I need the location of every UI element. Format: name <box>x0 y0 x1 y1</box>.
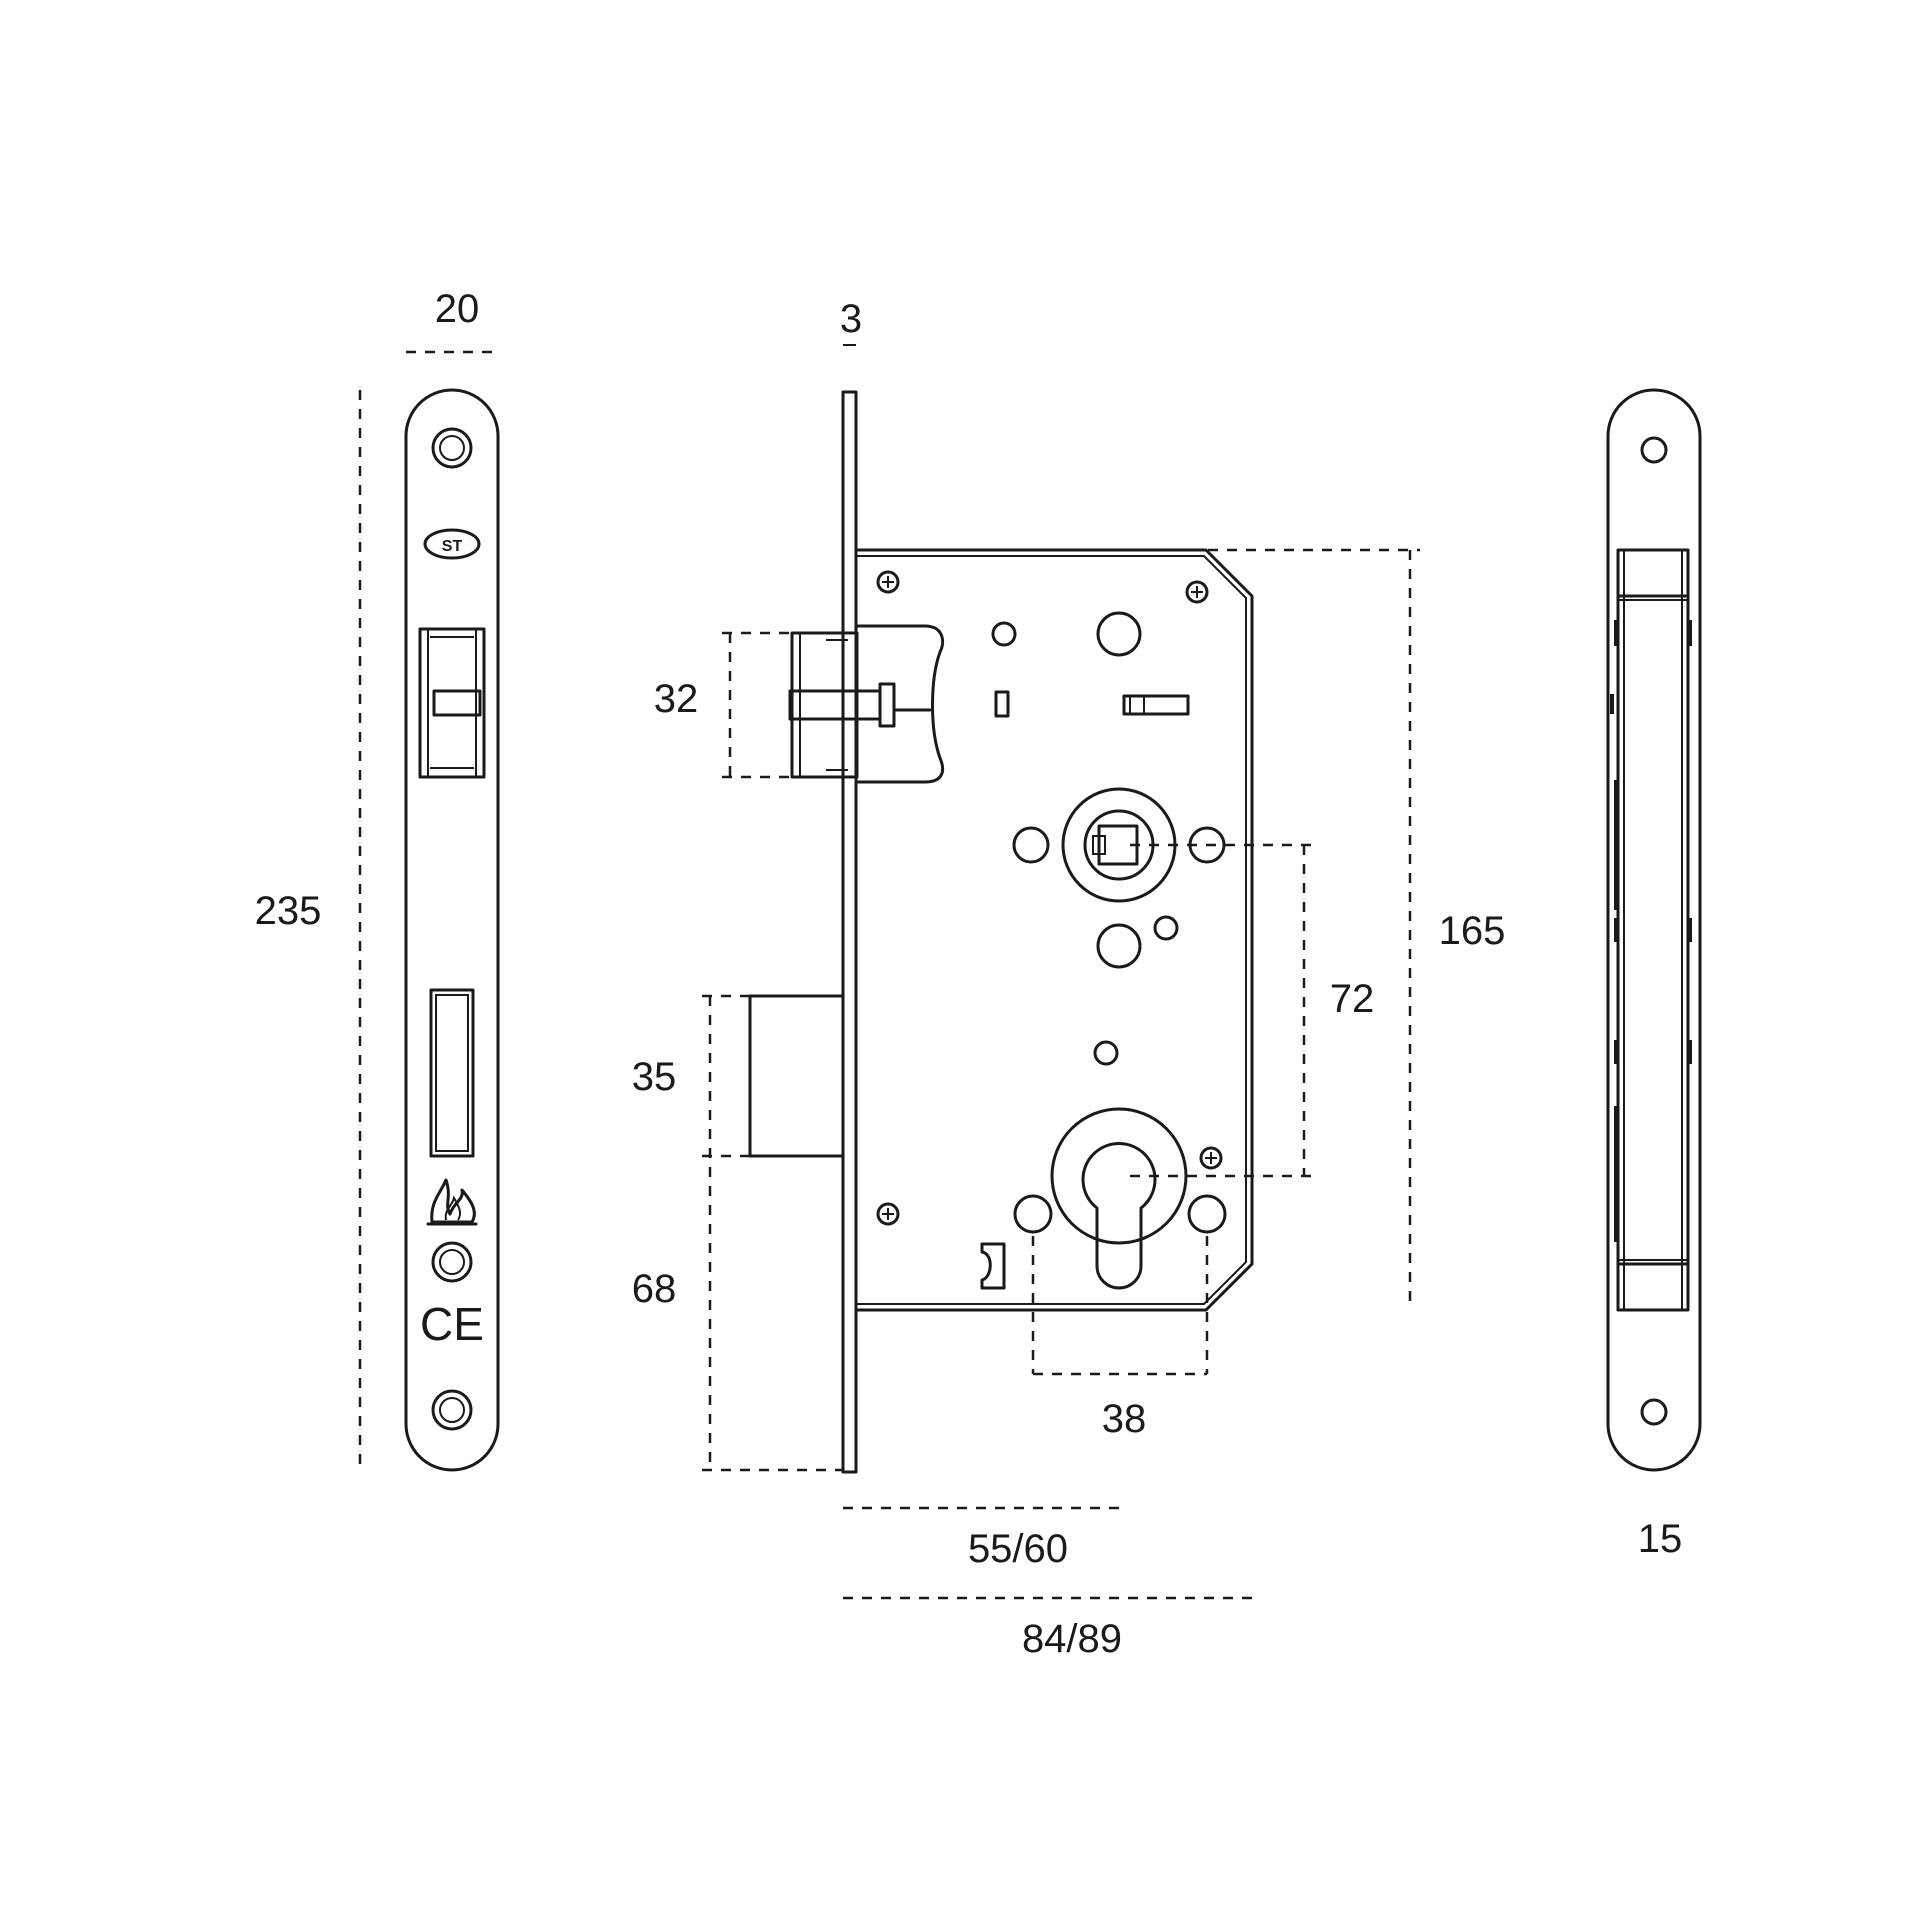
dim-side-width-label: 15 <box>1638 1517 1683 1561</box>
dim-deadbolt: 35 68 <box>632 994 843 1472</box>
bottom-screw-inner <box>439 1397 465 1423</box>
cylinder-fixing-right <box>1187 1194 1227 1234</box>
case-hole-large-2 <box>1096 923 1142 969</box>
case-screw-top-right <box>1185 580 1209 604</box>
dim-faceplate-thickness: 3 <box>840 297 862 346</box>
case-slot <box>994 690 1010 718</box>
rear-bottom-hole <box>1640 1398 1668 1426</box>
middle-screw-inner <box>439 1249 465 1275</box>
top-screw-hole <box>431 427 473 469</box>
dim-faceplate-width-label: 20 <box>435 287 480 331</box>
deadbolt <box>748 994 845 1158</box>
dim-backset: 55/60 <box>843 1506 1119 1571</box>
case-bracket <box>980 1242 1006 1290</box>
dim-faceplate-thickness-label: 3 <box>840 297 862 341</box>
rear-case-body <box>1616 548 1690 1312</box>
forend-plate <box>841 390 858 1474</box>
dim-case-depth: 84/89 <box>843 1596 1252 1661</box>
brand-logo-text: ST <box>442 538 463 555</box>
middle-screw-hole <box>431 1241 473 1283</box>
lock-rear-view <box>1606 388 1702 1472</box>
lock-case-inner-line <box>856 555 1247 1305</box>
dim-overall-height-label: 235 <box>255 889 322 933</box>
case-hole-large-1 <box>1096 611 1142 657</box>
dim-deadbolt-height-label: 35 <box>632 1055 677 1099</box>
case-screw-bottom-left <box>876 1202 900 1226</box>
dim-centres-label: 72 <box>1330 977 1375 1021</box>
dim-overall-height: 235 <box>255 390 362 1470</box>
dim-latch-height: 32 <box>654 631 792 779</box>
lock-case-side-view <box>748 390 1254 1474</box>
case-screw-mid-right <box>1199 1146 1223 1170</box>
ce-mark-icon: CE <box>420 1298 484 1350</box>
faceplate-front-view: ST CE <box>404 388 500 1472</box>
cylinder-fixing-left <box>1013 1194 1053 1234</box>
rear-faceplate-outline <box>1606 388 1702 1472</box>
case-hole-small-2 <box>1153 915 1179 941</box>
dim-cylinder-fixing-label: 38 <box>1102 1397 1147 1441</box>
deadbolt-aperture <box>429 988 475 1158</box>
ce-mark-text: CE <box>420 1298 484 1350</box>
case-hole-small-3 <box>1093 1040 1119 1066</box>
dim-deadbolt-to-bottom-label: 68 <box>632 1267 677 1311</box>
brand-logo-icon: ST <box>423 528 481 560</box>
deadbolt-aperture-inner <box>435 994 469 1152</box>
dim-centres: 72 <box>1130 843 1375 1178</box>
case-hole-small-1 <box>991 621 1017 647</box>
case-slot-horizontal <box>1122 694 1190 716</box>
faceplate-outline <box>404 388 500 1472</box>
dim-cylinder-fixing: 38 <box>1031 1236 1209 1441</box>
dim-case-height-label: 165 <box>1439 909 1506 953</box>
dim-backset-label: 55/60 <box>968 1527 1068 1571</box>
bottom-screw-hole <box>431 1389 473 1431</box>
euro-cylinder-cutout <box>1050 1107 1188 1290</box>
flame-icon <box>426 1178 478 1226</box>
dim-case-height: 165 <box>1208 548 1506 1310</box>
follower-fixing-left <box>1012 826 1050 864</box>
dim-latch-height-label: 32 <box>654 677 699 721</box>
rear-top-hole <box>1640 436 1668 464</box>
dim-case-depth-label: 84/89 <box>1022 1617 1122 1661</box>
dim-faceplate-width: 20 <box>406 287 498 354</box>
dim-side-width: 15 <box>1638 1517 1683 1561</box>
latch-aperture <box>418 627 486 779</box>
case-screw-top-left <box>876 570 900 594</box>
latch-bolt <box>788 624 945 784</box>
lock-case-outline <box>854 548 1254 1312</box>
top-screw-inner <box>439 435 465 461</box>
